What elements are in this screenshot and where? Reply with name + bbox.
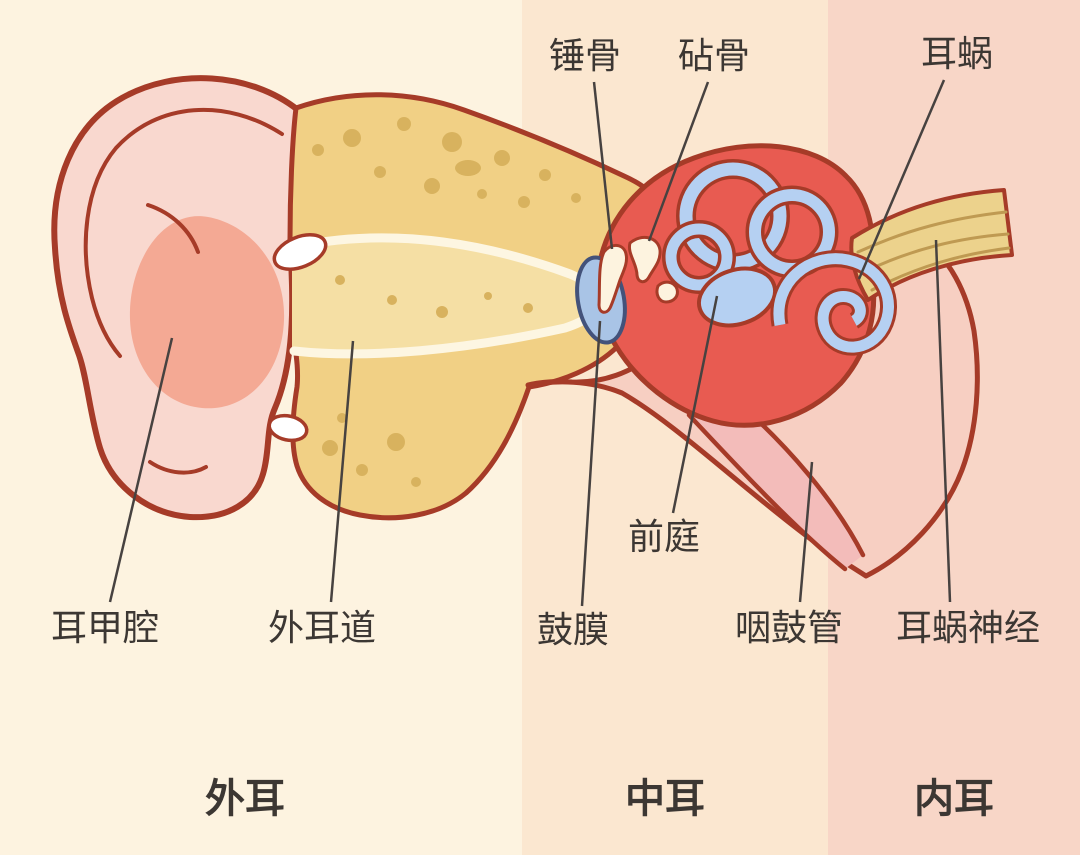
pinna-crus-fold-line	[146, 203, 200, 254]
label-incus: 砧骨	[678, 35, 750, 76]
bone-speckle	[312, 144, 324, 156]
bone-speckles	[312, 117, 581, 487]
bone-speckle	[455, 160, 481, 176]
vestibule-shape	[696, 266, 778, 328]
label-eardrum: 鼓膜	[537, 609, 609, 650]
label-eustachian-tube: 咽鼓管	[735, 607, 843, 648]
leader-line-cochlear-nerve	[934, 239, 952, 603]
pinna-lobe-crease-line	[148, 460, 208, 475]
bone-speckle	[387, 433, 405, 451]
bone-speckle	[494, 150, 510, 166]
bone-speckle	[343, 129, 361, 147]
leader-lines	[108, 79, 952, 607]
label-cochlear-nerve: 耳蜗神经	[896, 607, 1040, 648]
concha-blush-shape	[129, 216, 285, 409]
leader-line-incus	[647, 81, 710, 242]
bone-speckle	[387, 295, 397, 305]
bone-speckle	[335, 275, 345, 285]
label-cochlea: 耳蜗	[921, 33, 993, 74]
bone-speckle	[337, 413, 347, 423]
malleus-shape	[597, 244, 628, 314]
section-label-middle-ear: 中耳	[625, 777, 705, 821]
bone-speckle	[518, 196, 530, 208]
stapes-shape	[655, 280, 679, 304]
cochlea-spiral	[773, 253, 894, 353]
label-vestibule: 前庭	[628, 516, 700, 557]
bone-speckle	[322, 440, 338, 456]
eardrum-and-ossicles	[575, 235, 679, 345]
semicircular-canal-posterior	[665, 223, 733, 291]
bone-speckle	[436, 306, 448, 318]
ear-canal-shape	[292, 236, 592, 356]
pinna-helix-fold-line	[83, 107, 284, 358]
bone-speckle	[539, 169, 551, 181]
bone-speckle	[571, 193, 581, 203]
leader-line-malleus	[592, 81, 614, 250]
label-ear-canal: 外耳道	[268, 607, 376, 648]
leader-line-vestibule	[671, 295, 719, 514]
bone-speckle	[356, 464, 368, 476]
eustachian-tube-lower-wall	[686, 412, 848, 572]
bone-speckle	[424, 178, 440, 194]
label-malleus: 锤骨	[549, 35, 621, 76]
bone-speckle	[397, 117, 411, 131]
label-concha-cavity: 耳甲腔	[51, 607, 159, 648]
section-labels: 外耳 中耳 内耳	[205, 777, 994, 821]
bone-speckle	[374, 166, 386, 178]
incus-shape	[627, 235, 662, 284]
cartilage-cross-section-lower	[267, 413, 309, 443]
cartilage-cross-section-upper	[272, 233, 328, 271]
bone-speckle	[477, 189, 487, 199]
part-labels: 锤骨 砧骨 耳蜗 耳甲腔 外耳道 鼓膜 前庭 咽鼓管 耳蜗神经	[51, 33, 1040, 650]
bone-speckle	[523, 303, 533, 313]
section-label-inner-ear: 内耳	[914, 777, 994, 821]
leader-line-eustachian-tube	[798, 461, 814, 603]
bone-speckle	[442, 132, 462, 152]
pinna-illustration	[51, 75, 301, 521]
temporal-bone-illustration	[267, 92, 659, 521]
leader-line-eardrum	[580, 320, 602, 607]
leader-line-concha-cavity	[108, 337, 174, 603]
bone-speckle	[484, 292, 492, 300]
inner-ear-illustration	[662, 159, 897, 356]
bone-speckle	[411, 477, 421, 487]
leader-line-cochlea	[857, 79, 946, 280]
ear-canal-lower-lining	[289, 309, 595, 359]
eustachian-tube-shape	[689, 392, 863, 569]
section-label-outer-ear: 外耳	[205, 777, 285, 821]
leader-line-ear-canal	[329, 340, 355, 603]
